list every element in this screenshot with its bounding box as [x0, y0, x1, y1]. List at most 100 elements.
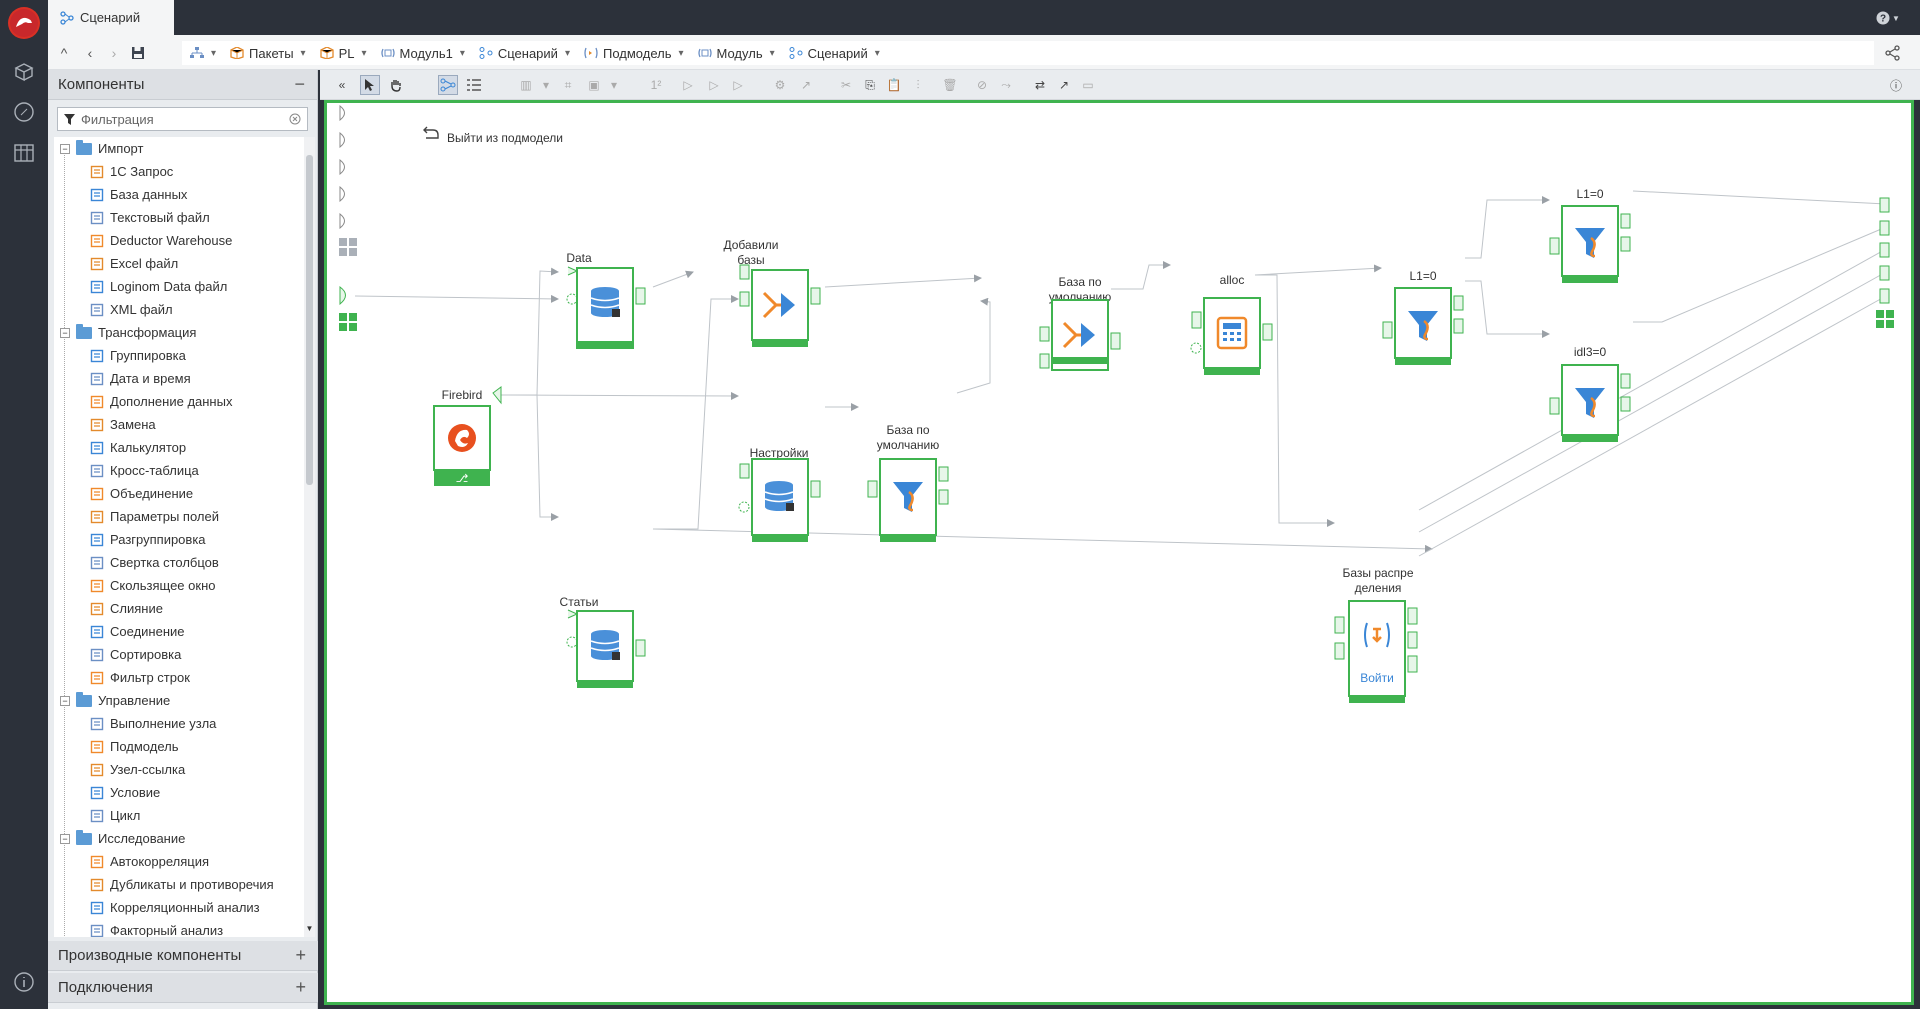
tree-category[interactable]: −Трансформация — [60, 321, 196, 344]
node-added-bases[interactable]: Добавили базы — [724, 238, 821, 347]
node-settings[interactable]: Настройки — [738, 446, 821, 542]
breadcrumb-packages[interactable]: Пакеты ▾ — [230, 46, 306, 61]
tree-item[interactable]: Подмодель — [90, 735, 179, 758]
derived-components-header[interactable]: Производные компоненты + — [48, 941, 318, 971]
scroll-down-icon[interactable]: ▼ — [305, 924, 314, 933]
compass-icon[interactable] — [8, 96, 40, 128]
input-ports[interactable] — [339, 104, 357, 331]
graph-view-icon[interactable] — [438, 75, 458, 95]
node-distribution-bases[interactable]: Базы распре деления Войти — [1334, 566, 1418, 703]
tree-item[interactable]: Разгруппировка — [90, 528, 206, 551]
tree-item[interactable]: Замена — [90, 413, 156, 436]
collapse-toggle-icon[interactable]: − — [60, 143, 70, 154]
node-data[interactable]: Data — [566, 251, 646, 349]
info-icon[interactable]: ⓘ — [1889, 78, 1902, 93]
node-articles[interactable]: Статьи — [560, 595, 646, 688]
tab-scenario[interactable]: Сценарий — [48, 0, 174, 35]
tree-category[interactable]: −Импорт — [60, 137, 143, 160]
breadcrumb-module1[interactable]: Модуль1 ▾ — [380, 46, 465, 61]
node-l1-second[interactable]: L1=0 — [1549, 187, 1631, 283]
tree-item[interactable]: Кросс-таблица — [90, 459, 199, 482]
filter-input[interactable] — [81, 111, 283, 127]
tree-item[interactable]: Deductor Warehouse — [90, 229, 232, 252]
tree-scrollbar[interactable]: ▼ — [304, 137, 315, 937]
tree-item[interactable]: Скользящее окно — [90, 574, 215, 597]
workflow-canvas[interactable]: Выйти из подмодели Data — [324, 100, 1914, 1005]
collapse-toggle-icon[interactable]: − — [60, 327, 70, 338]
tree-item[interactable]: Цикл — [90, 804, 140, 827]
tree-item[interactable]: Дата и время — [90, 367, 191, 390]
tree-item[interactable]: База данных — [90, 183, 187, 206]
help-button[interactable]: ? ▼ — [1876, 8, 1904, 28]
breadcrumb-pl[interactable]: PL ▾ — [319, 46, 367, 61]
back-icon[interactable]: ‹ — [87, 45, 93, 61]
run-to-icon[interactable]: ▷ — [733, 78, 743, 92]
tree-category[interactable]: −Управление — [60, 689, 170, 712]
breadcrumb-scenario-current[interactable]: Сценарий ▾ — [789, 46, 880, 61]
chevron-down-icon[interactable]: ▾ — [610, 78, 618, 92]
connections-header[interactable]: Подключения + — [48, 973, 318, 1003]
tree-item[interactable]: Калькулятор — [90, 436, 186, 459]
enter-submodel-link[interactable]: Войти — [1360, 671, 1394, 685]
paste-icon[interactable]: 📋 — [886, 78, 902, 92]
collapse-toggle-icon[interactable]: − — [60, 833, 70, 844]
tree-item[interactable]: 1С Запрос — [90, 160, 173, 183]
link-break-icon[interactable]: ⤳ — [1001, 77, 1011, 92]
node-l1-first[interactable]: L1=0 — [1382, 269, 1464, 365]
split-icon[interactable]: ⫶ — [916, 77, 920, 92]
tree-item[interactable]: XML файл — [90, 298, 173, 321]
breadcrumb-submodel[interactable]: Подмодель ▾ — [584, 46, 684, 61]
output-ports[interactable] — [1876, 197, 1894, 328]
cube-icon[interactable] — [8, 56, 40, 88]
clear-icon[interactable] — [289, 113, 301, 125]
run-step-icon[interactable]: ▷ — [709, 78, 719, 92]
tree-item[interactable]: Слияние — [90, 597, 163, 620]
workflow-graph[interactable]: Выйти из подмодели Data — [327, 103, 1911, 1002]
exit-submodel-button[interactable]: Выйти из подмодели — [423, 126, 563, 145]
components-header[interactable]: Компоненты − — [48, 70, 317, 100]
info-icon[interactable] — [8, 966, 40, 998]
link-icon[interactable]: ⊘ — [976, 78, 988, 92]
pointer-icon[interactable] — [360, 75, 380, 95]
node-idl3[interactable]: idl3=0 — [1549, 345, 1631, 442]
tree-item[interactable]: Группировка — [90, 344, 186, 367]
gear-icon[interactable]: ⚙ — [774, 78, 786, 92]
up-icon[interactable]: ^ — [60, 45, 68, 61]
tree-item[interactable]: Дополнение данных — [90, 390, 232, 413]
tree-item[interactable]: Сортировка — [90, 643, 181, 666]
scroll-thumb[interactable] — [306, 155, 313, 485]
tree-item[interactable]: Параметры полей — [90, 505, 219, 528]
tree-item[interactable]: Узел-ссылка — [90, 758, 185, 781]
tree-item[interactable]: Факторный анализ — [90, 919, 223, 937]
expand-icon[interactable]: + — [295, 977, 306, 997]
tree-category[interactable]: −Исследование — [60, 827, 185, 850]
align-icon[interactable]: ▥ — [520, 78, 532, 92]
tree-item[interactable]: Дубликаты и противоречия — [90, 873, 274, 896]
delete-icon[interactable]: 🗑 — [942, 78, 958, 92]
tree-item[interactable]: Loginom Data файл — [90, 275, 227, 298]
tree-item[interactable]: Соединение — [90, 620, 185, 643]
node-firebird[interactable]: Firebird ⎇ — [433, 386, 502, 486]
copy-icon[interactable]: ⎘ — [865, 77, 875, 92]
tree-item[interactable]: Автокорреляция — [90, 850, 209, 873]
node-default-base[interactable]: База по умолчанию — [867, 423, 949, 542]
layout-icon[interactable]: ⌗ — [564, 77, 572, 92]
tree-item[interactable]: Объединение — [90, 482, 193, 505]
tree-item[interactable]: Фильтр строк — [90, 666, 190, 689]
breadcrumb-root[interactable]: ▾ — [190, 47, 216, 59]
image-icon[interactable]: ▭ — [1082, 78, 1094, 92]
cut-icon[interactable]: ✂ — [840, 78, 852, 92]
expand-icon[interactable]: + — [295, 945, 306, 965]
run-icon[interactable]: ▷ — [683, 78, 693, 92]
tree-item[interactable]: Текстовый файл — [90, 206, 210, 229]
save-icon[interactable] — [128, 43, 148, 63]
breadcrumb-scenario[interactable]: Сценарий ▾ — [479, 46, 570, 61]
transform-icon[interactable]: ⇄ — [1034, 78, 1046, 92]
tree-item[interactable]: Условие — [90, 781, 160, 804]
tree-item[interactable]: Выполнение узла — [90, 712, 216, 735]
export-icon[interactable]: ↗ — [1058, 78, 1070, 92]
forward-icon[interactable]: › — [111, 45, 117, 61]
resize-grip-icon[interactable]: ⋮ — [1907, 540, 1911, 551]
table-icon[interactable] — [8, 137, 40, 169]
collapse-toggle-icon[interactable]: − — [60, 695, 70, 706]
